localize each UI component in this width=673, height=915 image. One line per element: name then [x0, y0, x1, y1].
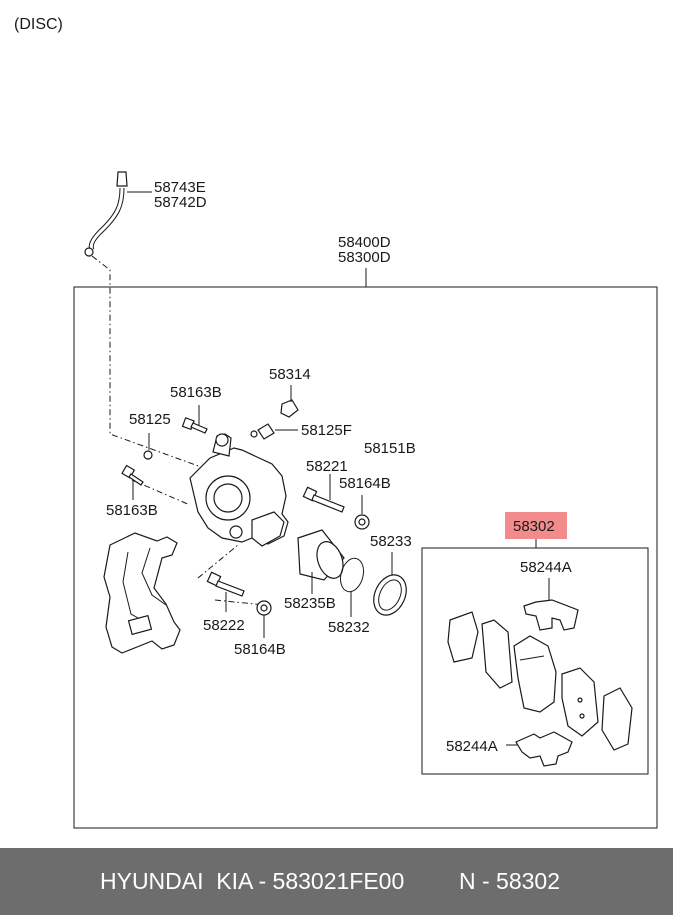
label-hose-a: 58743E: [154, 179, 206, 196]
label-guide-pin-lower: 58222: [203, 617, 245, 634]
pad-clip-bottom[interactable]: [515, 731, 573, 767]
label-caliper-b: 58300D: [338, 249, 391, 266]
label-bleeder-cap: 58125F: [301, 422, 352, 439]
pad-kit-frame: [421, 547, 649, 775]
boot-lower[interactable]: [256, 600, 272, 616]
guide-pin-upper[interactable]: [302, 486, 345, 513]
label-cap-top: 58314: [269, 366, 311, 383]
footer-brand-part: HYUNDAI KIA - 583021FE00: [100, 868, 405, 894]
dust-seal[interactable]: [368, 570, 413, 621]
piston-seal[interactable]: [337, 556, 367, 595]
label-boot-upper: 58164B: [339, 475, 391, 492]
bleeder-cap-top[interactable]: [280, 399, 299, 418]
brake-caliper-diagram: 58743E 58742D 58400D 58300D 58314 58163B…: [73, 171, 658, 829]
label-pad-kit: 58302: [513, 518, 555, 535]
dash-hose-to-caliper: [91, 255, 216, 473]
label-bracket: 58151B: [364, 440, 416, 457]
pad-inner-a[interactable]: [513, 635, 557, 713]
bleeder-screw[interactable]: [143, 450, 153, 460]
shim-outer[interactable]: [447, 611, 479, 663]
label-dust-seal: 58233: [370, 533, 412, 550]
highlight-box: [505, 512, 567, 539]
shim-inner[interactable]: [601, 687, 633, 751]
label-boot-lower: 58164B: [234, 641, 286, 658]
bolt-left[interactable]: [121, 464, 144, 486]
pad-clip-top[interactable]: [523, 599, 579, 631]
caliper-body[interactable]: [189, 433, 289, 547]
label-piston: 58235B: [284, 595, 336, 612]
label-piston-seal: 58232: [328, 619, 370, 636]
bleeder-cap-f[interactable]: [250, 423, 275, 440]
bolt-top[interactable]: [181, 417, 208, 434]
part-number-footer: HYUNDAI KIA - 583021FE00 N - 58302: [0, 848, 673, 915]
dash-lower-pin: [197, 544, 239, 579]
boot-upper[interactable]: [354, 514, 370, 530]
label-caliper-a: 58400D: [338, 234, 391, 251]
label-bleeder: 58125: [129, 411, 171, 428]
label-guide-pin-upper: 58221: [306, 458, 348, 475]
label-pad-clip-bottom: 58244A: [446, 738, 498, 755]
label-pad-clip-top: 58244A: [520, 559, 572, 576]
pad-outer-plate[interactable]: [481, 619, 513, 689]
label-hose-b: 58742D: [154, 194, 207, 211]
guide-pin-lower[interactable]: [206, 571, 245, 597]
pad-inner-b[interactable]: [561, 667, 599, 737]
footer-ref: N - 58302: [459, 868, 561, 894]
brake-hose[interactable]: [84, 171, 128, 257]
label-bolt-left: 58163B: [106, 502, 158, 519]
piston[interactable]: [297, 529, 348, 582]
dash-bolt-to-bracket: [131, 479, 191, 506]
dash-lower-pin-b: [214, 599, 266, 606]
diagram-heading: (DISC): [14, 16, 63, 33]
caliper-bracket[interactable]: [103, 532, 181, 654]
label-bolt-top: 58163B: [170, 384, 222, 401]
